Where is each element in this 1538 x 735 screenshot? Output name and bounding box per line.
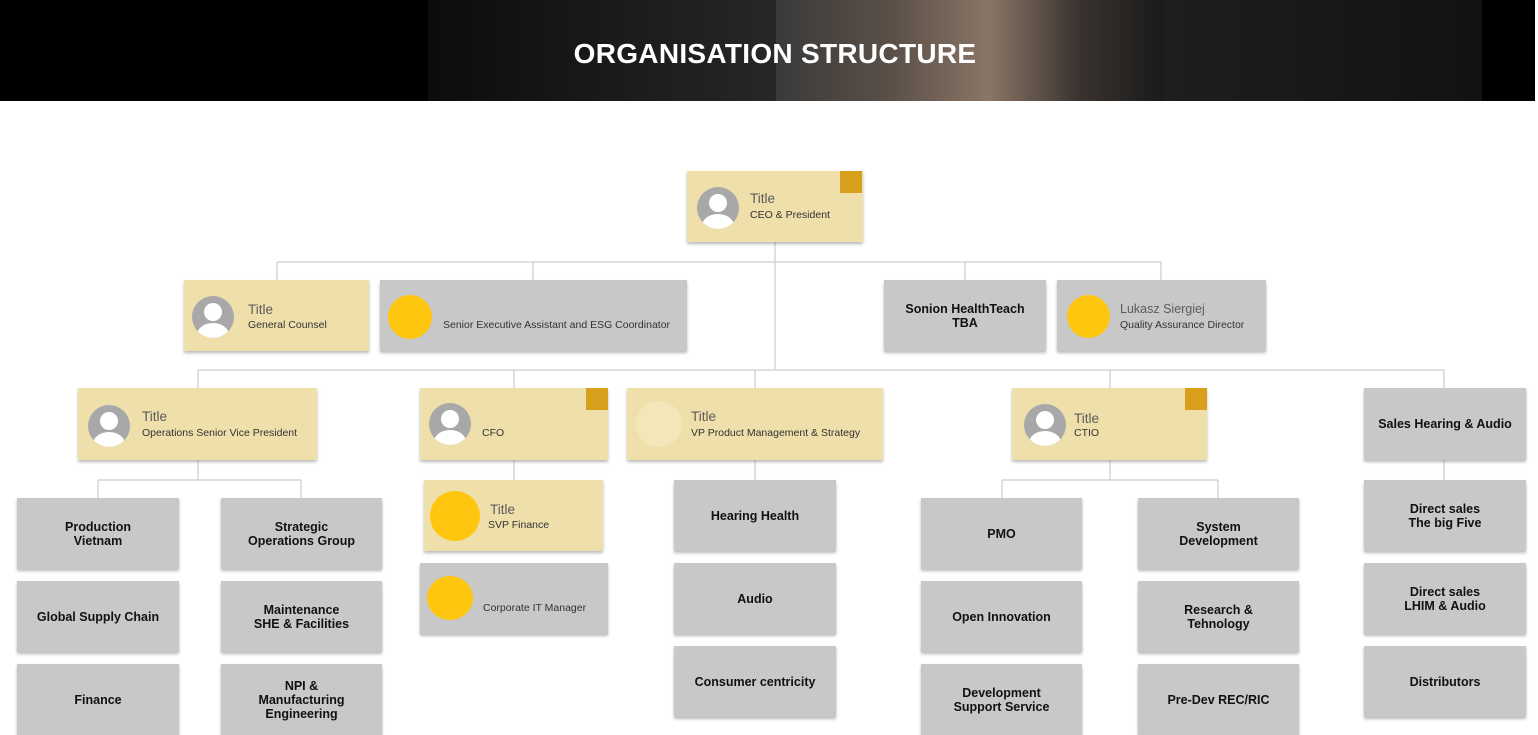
vp-product-title: Title: [691, 409, 717, 424]
unit-distributors[interactable]: Distributors: [1364, 646, 1526, 717]
avatar-placeholder-icon: [697, 187, 739, 229]
quality-assurance-name: Lukasz Siergiej: [1120, 302, 1205, 316]
unit-maintenance-she-facilities[interactable]: Maintenance SHE & Facilities: [221, 581, 382, 652]
profile-photo: [388, 295, 432, 339]
cfo-role: CFO: [482, 427, 505, 439]
unit-audio[interactable]: Audio: [674, 563, 836, 634]
node-senior-executive-assistant[interactable]: Senior Executive Assistant and ESG Coord…: [380, 280, 687, 351]
unit-open-innovation[interactable]: Open Innovation: [921, 581, 1082, 652]
quality-assurance-role: Quality Assurance Director: [1120, 319, 1245, 331]
general-counsel-title: Title: [248, 302, 274, 317]
flag-marker-icon: [1185, 388, 1207, 410]
flag-marker-icon: [586, 388, 608, 410]
node-general-counsel[interactable]: Title General Counsel: [184, 280, 369, 351]
node-cfo[interactable]: CFO: [420, 388, 608, 460]
node-svp-finance[interactable]: Title SVP Finance: [424, 480, 603, 551]
operations-svp-role: Operations Senior Vice President: [142, 427, 298, 439]
ctio-role: CTIO: [1074, 427, 1100, 439]
banner-photo: [428, 0, 776, 101]
profile-photo: [636, 401, 682, 447]
unit-npi-manufacturing-engineering[interactable]: NPI & Manufacturing Engineering: [221, 664, 382, 735]
node-operations-svp[interactable]: Title Operations Senior Vice President: [78, 388, 317, 460]
unit-direct-sales-lhim-audio[interactable]: Direct sales LHIM & Audio: [1364, 563, 1526, 634]
avatar-placeholder-icon: [192, 296, 234, 338]
unit-finance[interactable]: Finance: [17, 664, 179, 735]
unit-development-support-service[interactable]: Development Support Service: [921, 664, 1082, 735]
profile-photo: [1067, 295, 1110, 338]
unit-pmo[interactable]: PMO: [921, 498, 1082, 569]
corporate-it-manager-role: Corporate IT Manager: [483, 602, 587, 614]
node-vp-product[interactable]: Title VP Product Management & Strategy: [627, 388, 883, 460]
unit-production-vietnam[interactable]: Production Vietnam: [17, 498, 179, 569]
node-ceo[interactable]: Title CEO & President: [687, 171, 863, 242]
ceo-role: CEO & President: [750, 209, 830, 221]
node-corporate-it-manager[interactable]: Corporate IT Manager: [420, 563, 608, 634]
unit-pre-dev-rec-ric[interactable]: Pre-Dev REC/RIC: [1138, 664, 1299, 735]
unit-consumer-centricity[interactable]: Consumer centricity: [674, 646, 836, 717]
node-sales-hearing-audio[interactable]: Sales Hearing & Audio: [1364, 388, 1526, 460]
page-title: ORGANISATION STRUCTURE: [573, 38, 977, 69]
profile-photo: [427, 576, 473, 620]
general-counsel-role: General Counsel: [248, 319, 327, 331]
unit-hearing-health[interactable]: Hearing Health: [674, 480, 836, 551]
org-connectors: [97, 242, 1445, 498]
avatar-placeholder-icon: [1024, 404, 1066, 446]
senior-executive-assistant-role: Senior Executive Assistant and ESG Coord…: [443, 319, 671, 331]
node-ctio[interactable]: Title CTIO: [1012, 388, 1207, 460]
avatar-placeholder-icon: [88, 405, 130, 447]
operations-svp-title: Title: [142, 409, 168, 424]
banner-photo-edge: [1164, 0, 1482, 101]
ceo-title: Title: [750, 191, 776, 206]
node-sonion-healthteach[interactable]: Sonion HealthTeach TBA: [884, 280, 1046, 351]
profile-photo: [430, 491, 480, 541]
node-quality-assurance[interactable]: Lukasz Siergiej Quality Assurance Direct…: [1057, 280, 1266, 351]
unit-system-development[interactable]: System Development: [1138, 498, 1299, 569]
svp-finance-title: Title: [490, 502, 516, 517]
banner-photo-highlight: [776, 0, 1164, 101]
vp-product-role: VP Product Management & Strategy: [691, 427, 861, 439]
unit-direct-sales-big-five[interactable]: Direct sales The big Five: [1364, 480, 1526, 551]
svp-finance-role: SVP Finance: [488, 519, 550, 531]
flag-marker-icon: [840, 171, 862, 193]
header-banner: ORGANISATION STRUCTURE: [0, 0, 1535, 101]
unit-global-supply-chain[interactable]: Global Supply Chain: [17, 581, 179, 652]
ctio-title: Title: [1074, 411, 1100, 426]
unit-research-technology[interactable]: Research & Tehnology: [1138, 581, 1299, 652]
unit-strategic-operations-group[interactable]: Strategic Operations Group: [221, 498, 382, 569]
avatar-placeholder-icon: [429, 403, 471, 445]
